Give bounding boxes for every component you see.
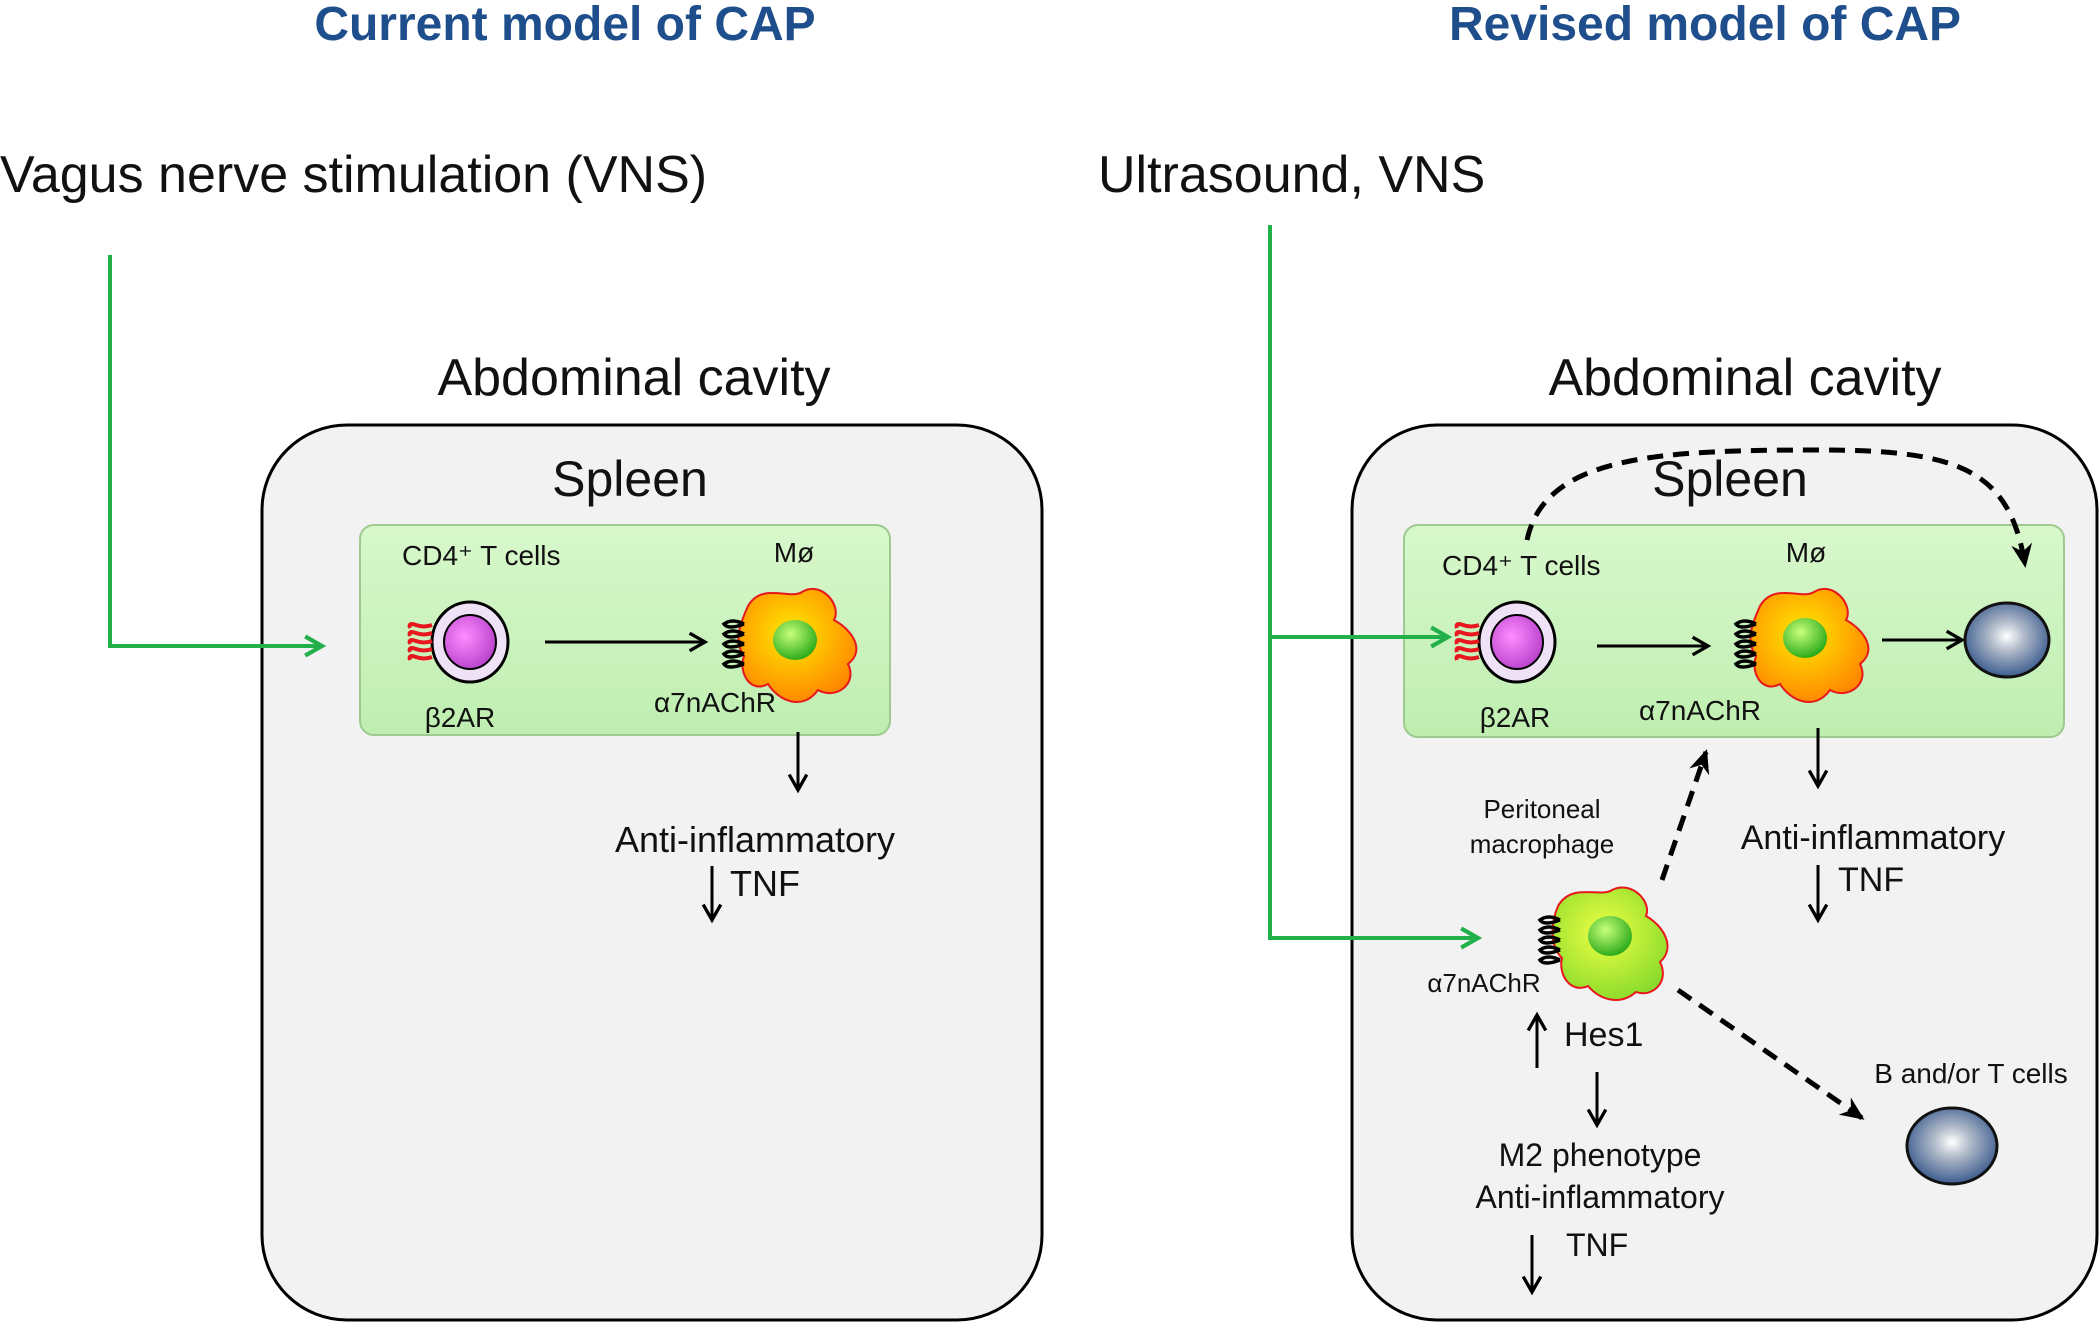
right-peritoneal-macrophage [1551, 886, 1669, 1001]
left-tcell [430, 600, 510, 684]
left-b2ar-receptor-icon [407, 622, 433, 661]
right-tnf-label: TNF [1838, 861, 1904, 899]
left-vns-arrow [108, 255, 327, 658]
right-cavity-label: Abdominal cavity [1548, 349, 1941, 407]
left-a7-receptor-icon [721, 619, 745, 669]
left-a7-label: α7nAChR [654, 687, 776, 718]
right-spleen-blue-cell [1963, 601, 2051, 679]
right-vns-arrow [1268, 225, 1483, 950]
right-peritoneal-a7-receptor-icon [1537, 915, 1561, 965]
right-stimulus: Ultrasound, VNS [1098, 146, 1485, 204]
left-macrophage [737, 588, 858, 703]
right-spleen-box [1403, 524, 2065, 738]
right-m2-label: M2 phenotype [1499, 1137, 1702, 1173]
right-bt-label: B and/or T cells [1874, 1058, 2068, 1089]
left-macrophage-label: Mø [774, 537, 814, 568]
left-tcell-label: CD4⁺ T cells [402, 540, 560, 571]
right-peritoneal-a7-label: α7nAChR [1427, 968, 1540, 998]
left-spleen-label: Spleen [552, 451, 708, 507]
right-macrophage-word-label: macrophage [1470, 829, 1615, 859]
right-peritoneal-label: Peritoneal [1483, 794, 1600, 824]
left-anti-label: Anti-inflammatory [615, 819, 895, 860]
left-b2ar-label: β2AR [425, 702, 496, 733]
right-spleen-label: Spleen [1652, 451, 1808, 507]
right-tcell [1477, 600, 1557, 684]
right-anti-label-2: Anti-inflammatory [1476, 1179, 1725, 1215]
right-tnf-label-2: TNF [1566, 1227, 1628, 1263]
right-dashed-down-arrow [1676, 987, 1865, 1121]
right-title: Revised model of CAP [1449, 0, 1961, 51]
right-b2ar-receptor-icon [1454, 622, 1480, 661]
left-cavity-label: Abdominal cavity [437, 349, 830, 407]
right-hes1-label: Hes1 [1564, 1016, 1643, 1054]
left-tnf-label: TNF [730, 863, 800, 904]
left-title: Current model of CAP [314, 0, 815, 51]
right-a7-label: α7nAChR [1639, 695, 1761, 726]
right-dashed-up-arrow [1659, 749, 1710, 881]
right-a7-receptor-icon [1733, 619, 1757, 669]
right-macrophage-label: Mø [1786, 537, 1826, 568]
right-anti-label: Anti-inflammatory [1741, 819, 2006, 857]
right-tcell-label: CD4⁺ T cells [1442, 550, 1600, 581]
left-stimulus: Vagus nerve stimulation (VNS) [0, 146, 707, 204]
right-b2ar-label: β2AR [1480, 702, 1551, 733]
right-bt-cell [1905, 1106, 1999, 1186]
